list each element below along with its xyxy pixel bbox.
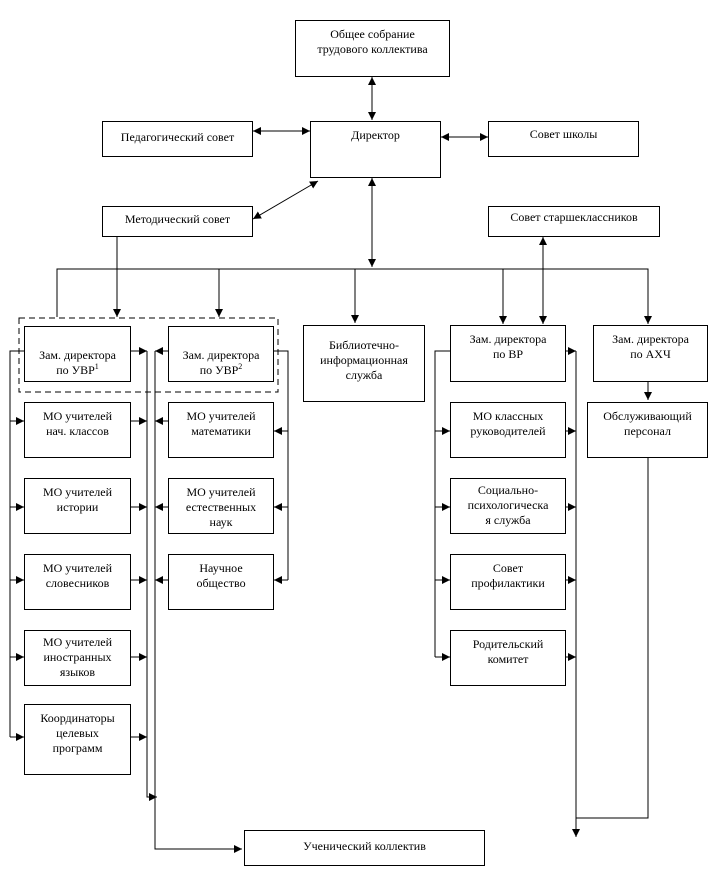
node-mo-class-teachers: МО классных руководителей: [450, 402, 566, 458]
node-deputy-uvr-2-label: Зам. директора по УВР: [182, 348, 260, 377]
node-mo-philology: МО учителей словесников: [24, 554, 131, 610]
node-student-body: Ученический коллектив: [244, 830, 485, 866]
spine-deputy2: [274, 350, 289, 580]
node-deputy-vr: Зам. директора по ВР: [450, 325, 566, 382]
node-mo-primary: МО учителей нач. классов: [24, 402, 131, 458]
spine-to-students: [154, 351, 242, 853]
arrow-director-method: [252, 180, 319, 220]
staff-to-students-line: [576, 457, 649, 819]
node-ped-council: Педагогический совет: [102, 121, 253, 157]
node-library: Библиотечно- информационная служба: [303, 325, 425, 402]
uvr-group-frame: [18, 317, 279, 393]
node-social-psych: Социально- психологическа я служба: [450, 478, 566, 534]
node-deputy-uvr-1: Зам. директора по УВР1: [24, 326, 131, 382]
node-general-meeting: Общее собрание трудового коллектива: [295, 20, 450, 77]
node-mo-foreign: МО учителей иностранных языков: [24, 630, 131, 686]
node-sci-society: Научное общество: [168, 554, 274, 610]
node-director: Директор: [310, 121, 441, 178]
node-school-council: Совет школы: [488, 121, 639, 157]
node-mo-history: МО учителей истории: [24, 478, 131, 534]
footnote-2: 2: [238, 362, 243, 371]
footnote-1: 1: [94, 362, 99, 371]
spine-deputy-vr: [434, 350, 450, 657]
node-prevention-council: Совет профилактики: [450, 554, 566, 610]
node-method-council: Методический совет: [102, 206, 253, 237]
collector-line: [146, 351, 157, 801]
node-coordinators: Координаторы целевых программ: [24, 704, 131, 775]
node-deputy-uvr-1-label: Зам. директора по УВР: [39, 348, 116, 377]
bus-line: [56, 268, 652, 324]
node-senior-council: Совет старшеклассников: [488, 206, 660, 237]
node-deputy-ahch: Зам. директора по АХЧ: [593, 325, 708, 382]
spine-deputy1: [9, 350, 24, 737]
node-mo-math: МО учителей математики: [168, 402, 274, 458]
node-service-staff: Обслуживающий персонал: [587, 402, 708, 458]
node-deputy-uvr-2: Зам. директора по УВР2: [168, 326, 274, 382]
node-parent-committee: Родительский комитет: [450, 630, 566, 686]
node-mo-science: МО учителей естественных наук: [168, 478, 274, 534]
